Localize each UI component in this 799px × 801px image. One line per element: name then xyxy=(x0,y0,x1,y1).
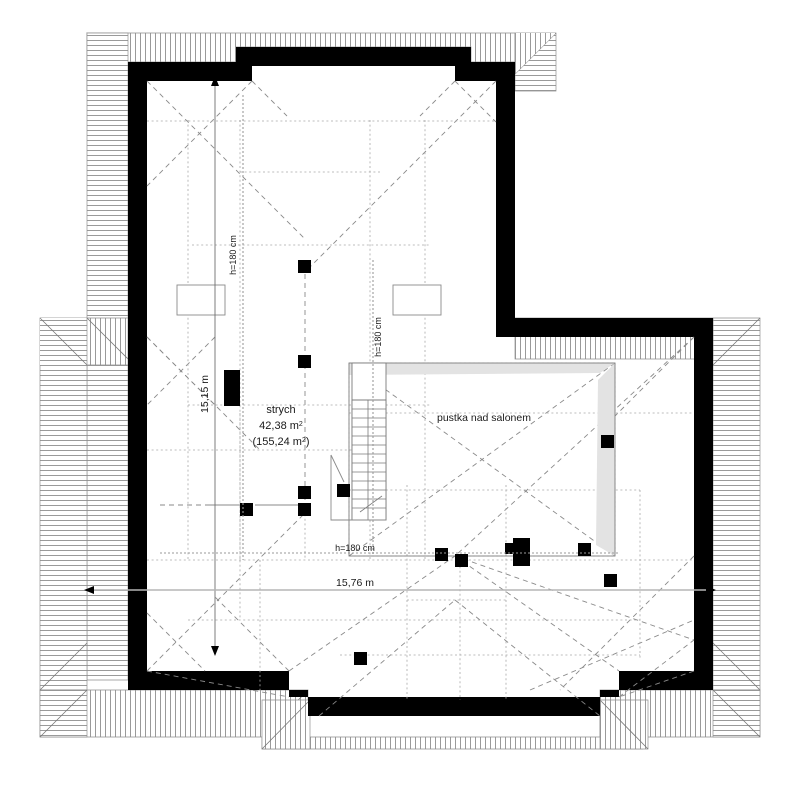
room-area-label: 42,38 m2 xyxy=(259,420,303,432)
plan-text-labels: strych 42,38 m2 (155,24 m2) pustka nad s… xyxy=(199,235,531,589)
staircase xyxy=(330,362,387,521)
roof-eave-hatching xyxy=(39,32,761,750)
void-label: pustka nad salonem xyxy=(437,412,531,424)
dimension-horizontal-label: 15,76 m xyxy=(336,577,374,589)
skylight-right xyxy=(392,284,442,316)
roof-ridge-and-hip-lines xyxy=(146,80,695,717)
height-label-vertical-right: h=180 cm xyxy=(373,317,383,357)
dimension-lines xyxy=(84,76,716,656)
skylight-left xyxy=(176,284,226,316)
height-label-horizontal: h=180 cm xyxy=(335,543,375,553)
dimension-vertical-label: 15,15 m xyxy=(199,375,211,413)
height-label-vertical-left: h=180 cm xyxy=(228,235,238,275)
skylight-windows xyxy=(176,284,442,316)
room-name-label: strych xyxy=(266,404,295,416)
void-over-living-room xyxy=(348,362,616,557)
room-volume-label: (155,24 m2) xyxy=(252,436,309,448)
